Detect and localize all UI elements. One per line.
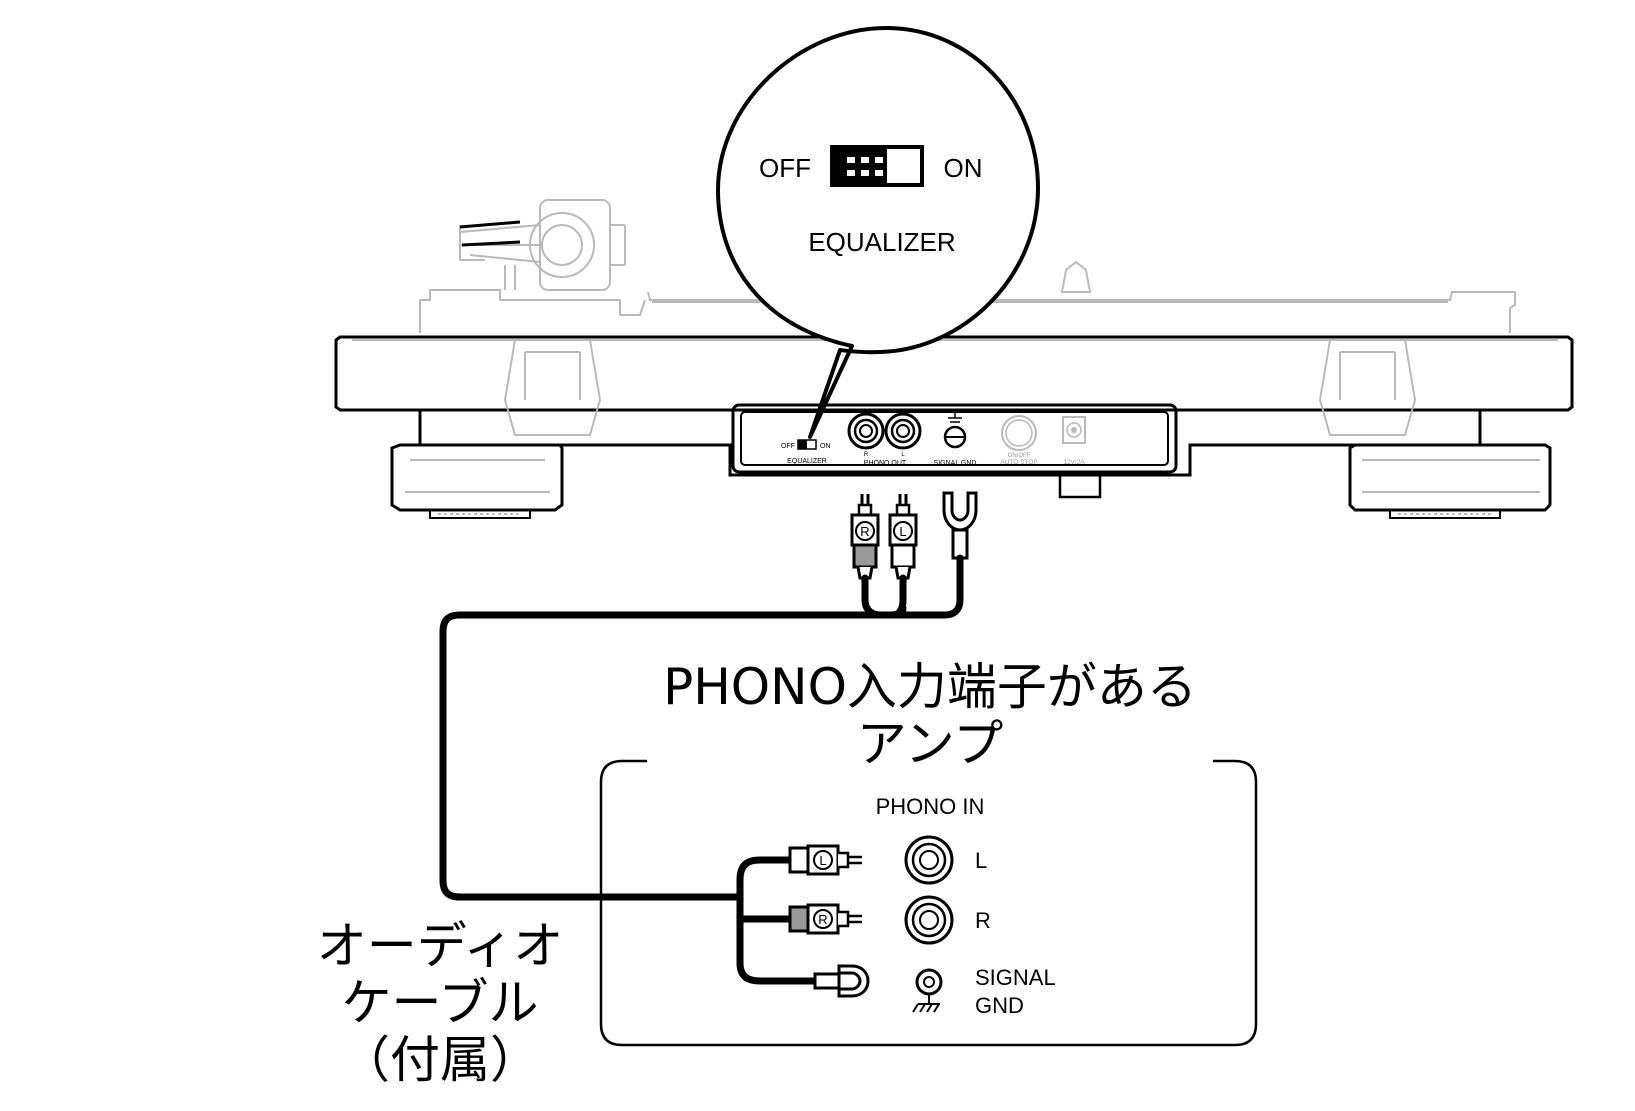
panel-phono-out-label: PHONO OUT bbox=[864, 460, 907, 467]
phono-in-l-jack[interactable] bbox=[904, 835, 954, 885]
amp-signal-gnd-terminal[interactable] bbox=[912, 968, 943, 1013]
equalizer-switch-large[interactable] bbox=[830, 145, 924, 187]
callout-equalizer-label: EQUALIZER bbox=[808, 227, 955, 257]
plug-l-bottom: L bbox=[788, 844, 862, 876]
plug-l-top: L bbox=[888, 494, 918, 580]
ground-lug-bottom bbox=[813, 964, 870, 998]
gnd-label: GND bbox=[975, 993, 1024, 1018]
panel-equalizer-label: EQUALIZER bbox=[787, 458, 827, 465]
phono-out-l-jack[interactable] bbox=[884, 412, 922, 450]
amp-title-line2: アンプ bbox=[857, 715, 1004, 773]
cable-label-line2: ケーブル bbox=[342, 974, 539, 1032]
amp-title-line1: PHONO入力端子がある bbox=[663, 658, 1197, 716]
cable-label: オーディオ ケーブル （付属） bbox=[317, 917, 564, 1089]
plug-r-top: R bbox=[850, 494, 880, 580]
plug-r-top-label: R bbox=[860, 524, 869, 539]
equalizer-callout: OFF ON EQUALIZER bbox=[716, 26, 1040, 439]
cable-label-line1: オーディオ bbox=[317, 917, 564, 975]
callout-on-label: ON bbox=[944, 153, 983, 183]
phono-out-r-jack[interactable] bbox=[847, 412, 885, 450]
rear-panel: OFF ON EQUALIZER R L PHONO OUT SIGNAL GN… bbox=[781, 410, 1086, 467]
signal-label: SIGNAL bbox=[975, 965, 1056, 990]
panel-auto-stop-state: ON/OFF bbox=[1008, 453, 1031, 459]
phono-in-r-jack[interactable] bbox=[904, 895, 954, 945]
ground-icon bbox=[948, 410, 962, 423]
plug-r-bottom: R bbox=[788, 903, 862, 935]
panel-signal-gnd-label: SIGNAL GND bbox=[934, 460, 977, 467]
phono-in-label: PHONO IN bbox=[876, 794, 985, 819]
cable-label-line3: （付属） bbox=[340, 1031, 540, 1089]
power-jack[interactable] bbox=[1062, 416, 1086, 444]
panel-power-label: 12V/2A bbox=[1063, 459, 1085, 466]
panel-l-label: L bbox=[901, 452, 905, 458]
jack-l-label: L bbox=[975, 848, 987, 873]
jack-r-label: R bbox=[975, 908, 991, 933]
equalizer-switch-small[interactable] bbox=[797, 439, 817, 450]
panel-eq-on-label: ON bbox=[820, 443, 831, 450]
ground-lug-top bbox=[942, 491, 978, 560]
plug-l-top-label: L bbox=[899, 524, 906, 539]
signal-gnd-terminal[interactable] bbox=[943, 410, 967, 449]
audio-cable bbox=[439, 554, 964, 985]
plug-r-bottom-label: R bbox=[818, 912, 827, 927]
panel-auto-stop-label: AUTO STOP bbox=[1000, 459, 1037, 466]
ground-icon bbox=[912, 994, 940, 1013]
auto-stop-button[interactable] bbox=[1001, 415, 1037, 451]
turntable bbox=[334, 199, 1574, 519]
panel-eq-off-label: OFF bbox=[781, 443, 795, 450]
panel-r-label: R bbox=[864, 452, 869, 458]
plug-l-bottom-label: L bbox=[819, 853, 826, 868]
callout-off-label: OFF bbox=[759, 153, 811, 183]
amplifier: PHONO入力端子がある アンプ PHONO IN L R bbox=[599, 658, 1258, 1047]
